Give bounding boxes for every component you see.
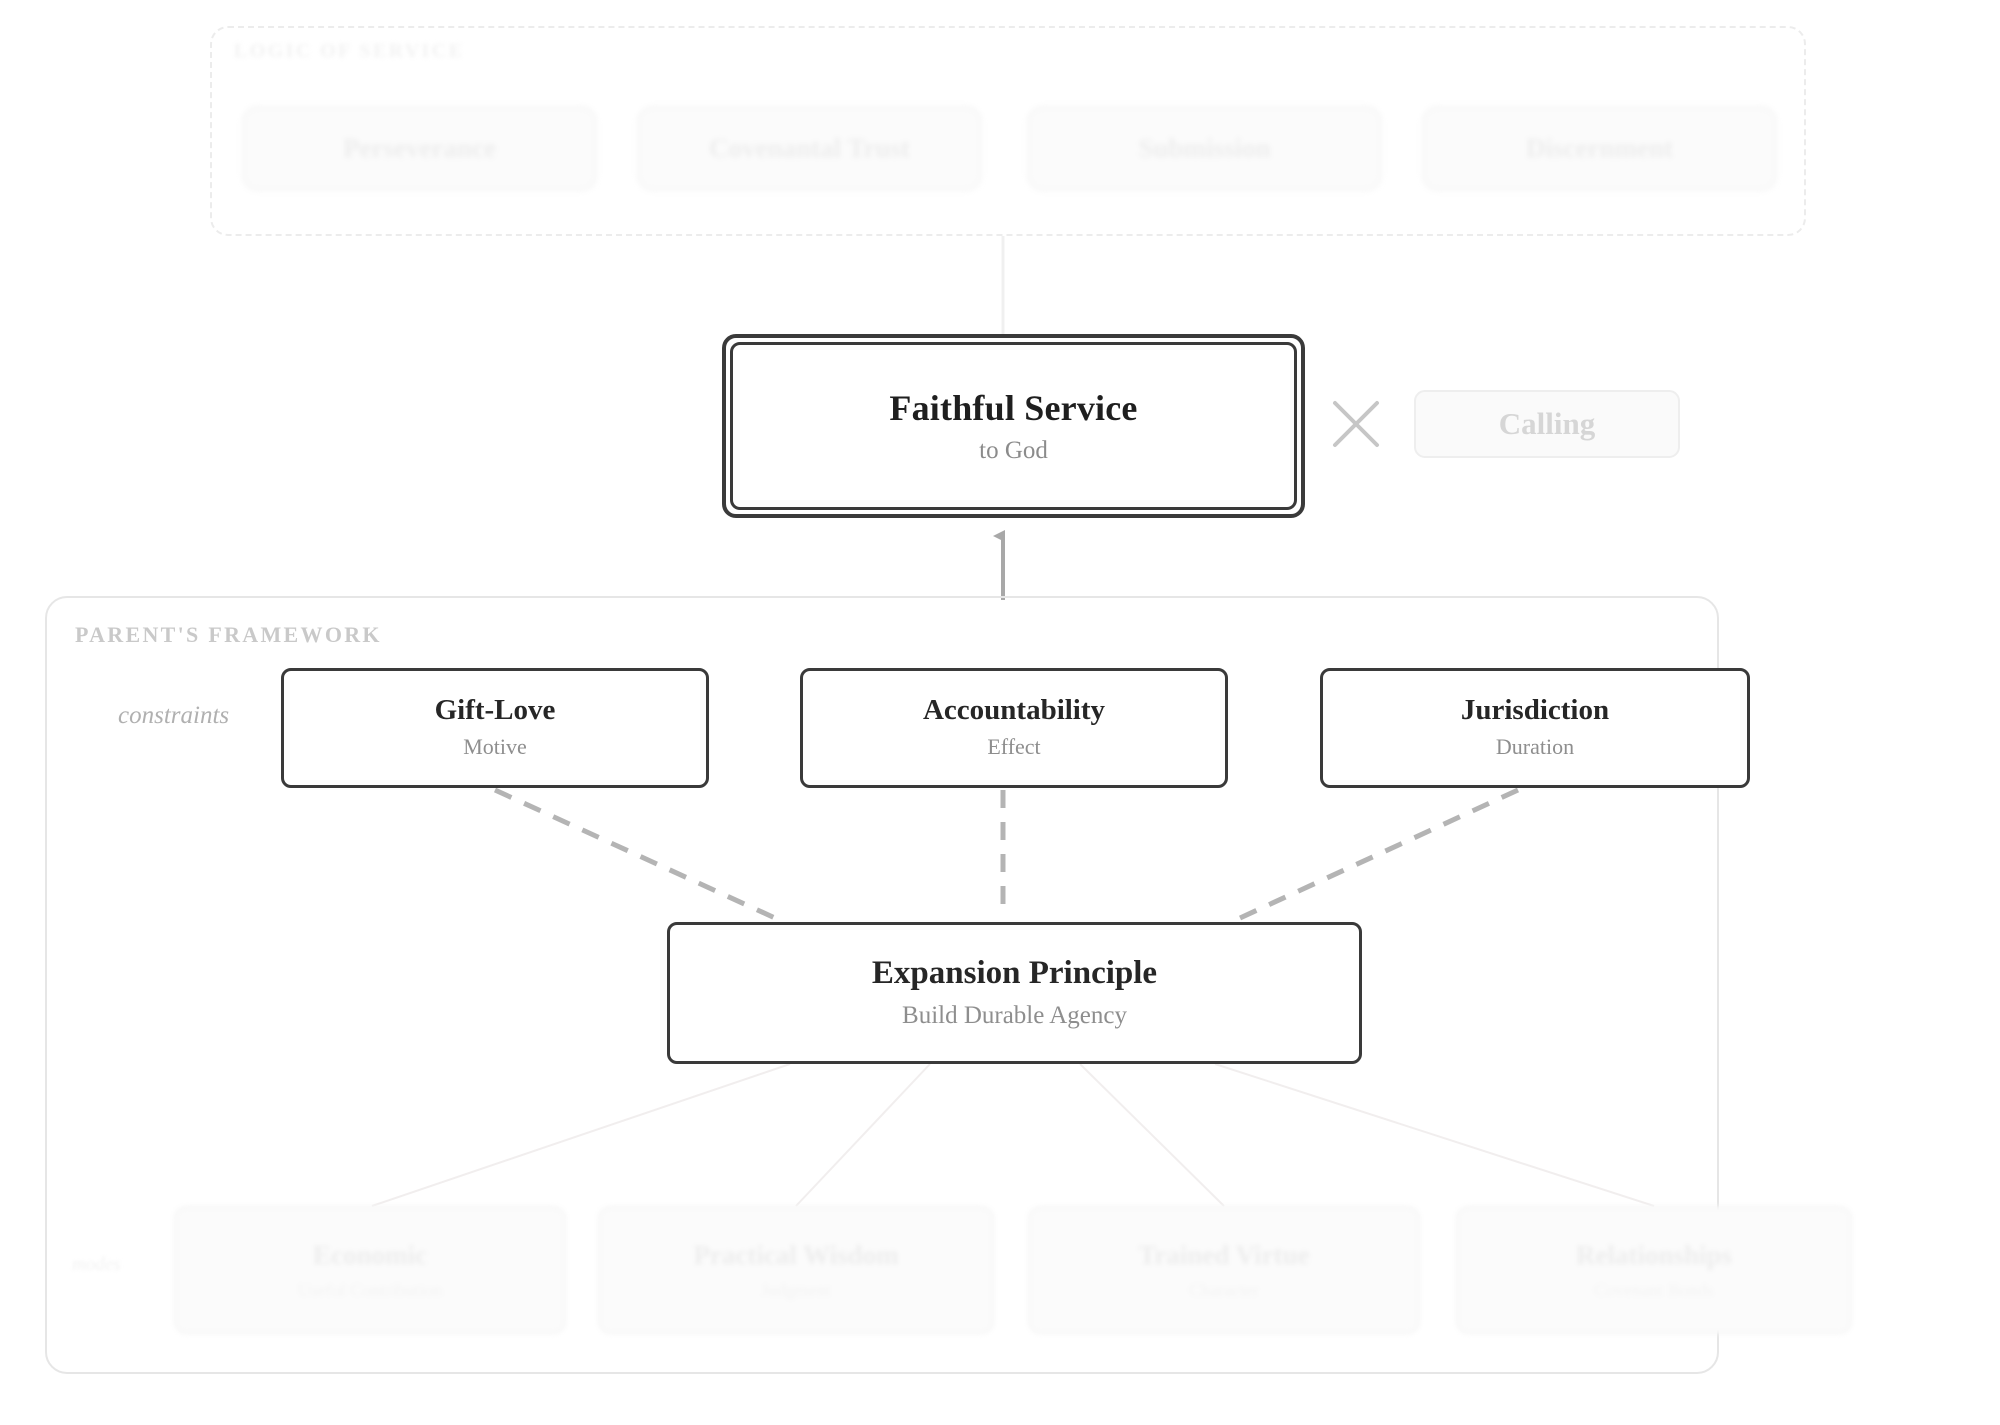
mode-node-subtitle: Character	[1189, 1279, 1259, 1300]
principle-node-expansion[interactable]: Expansion Principle Build Durable Agency	[667, 922, 1362, 1064]
logic-of-service-zone: LOGIC OF SERVICE Perseverance Covenantal…	[210, 26, 1806, 236]
mode-node-title: Trained Virtue	[1138, 1239, 1310, 1270]
constraint-node-jurisdiction[interactable]: Jurisdiction Duration	[1320, 668, 1750, 788]
constraint-node-accountability[interactable]: Accountability Effect	[800, 668, 1228, 788]
mode-node-subtitle: Useful Contribution	[297, 1279, 443, 1300]
constraint-node-subtitle: Effect	[987, 734, 1041, 760]
logic-of-service-label: LOGIC OF SERVICE	[234, 40, 465, 62]
mode-node-trained-virtue[interactable]: Trained Virtue Character	[1028, 1206, 1420, 1334]
parents-framework-panel	[45, 596, 1719, 1374]
pill-label: Covenantal Trust	[709, 133, 910, 163]
ghost-node-calling[interactable]: Calling	[1414, 390, 1680, 458]
constraint-node-title: Gift-Love	[434, 694, 556, 727]
pill-label: Perseverance	[343, 133, 496, 163]
multiply-separator-icon	[1333, 401, 1379, 447]
constraint-node-subtitle: Duration	[1495, 734, 1575, 760]
constraint-node-title: Jurisdiction	[1460, 694, 1610, 727]
parents-framework-label: PARENT'S FRAMEWORK	[75, 622, 382, 647]
principle-node-title: Expansion Principle	[871, 955, 1158, 992]
pill-label: Submission	[1138, 133, 1271, 163]
pill-discernment[interactable]: Discernment	[1422, 106, 1777, 191]
mode-node-subtitle: Covenant Bonds	[1594, 1279, 1714, 1300]
focus-node-title: Faithful Service	[889, 388, 1138, 428]
constraint-node-subtitle: Motive	[463, 734, 527, 760]
mode-node-subtitle: Judgment	[761, 1279, 831, 1300]
focus-node-faithful-service[interactable]: Faithful Service to God	[730, 342, 1297, 510]
constraint-node-title: Accountability	[922, 694, 1106, 727]
modes-row-label: modes	[72, 1254, 121, 1275]
mode-node-practical-wisdom[interactable]: Practical Wisdom Judgment	[598, 1206, 994, 1334]
mode-node-title: Economic	[313, 1239, 427, 1270]
focus-node-subtitle: to God	[979, 437, 1048, 464]
pill-covenantal-trust[interactable]: Covenantal Trust	[637, 106, 982, 191]
pill-perseverance[interactable]: Perseverance	[242, 106, 597, 191]
mode-node-economic[interactable]: Economic Useful Contribution	[174, 1206, 566, 1334]
ghost-node-label: Calling	[1498, 406, 1596, 441]
constraints-row-label: constraints	[118, 702, 230, 729]
mode-node-title: Relationships	[1575, 1239, 1733, 1270]
principle-node-subtitle: Build Durable Agency	[902, 1001, 1127, 1029]
mode-node-title: Practical Wisdom	[693, 1239, 899, 1270]
pill-label: Discernment	[1526, 133, 1673, 163]
constraint-node-gift-love[interactable]: Gift-Love Motive	[281, 668, 709, 788]
mode-node-relationships[interactable]: Relationships Covenant Bonds	[1456, 1206, 1852, 1334]
pill-submission[interactable]: Submission	[1027, 106, 1382, 191]
